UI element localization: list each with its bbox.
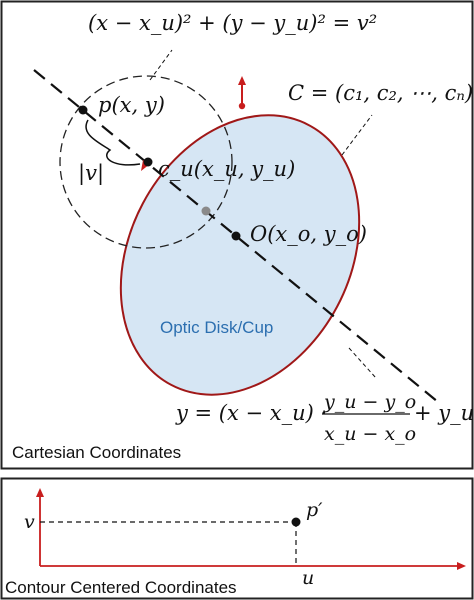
top-panel-frame <box>0 0 474 470</box>
u-axis-label: u <box>302 567 314 589</box>
contour-set-label: C = (c₁, c₂, ⋯, cₙ) <box>288 81 473 105</box>
bottom-panel-frame <box>0 477 474 600</box>
point-o-label: O(x_o, y_o) <box>250 222 367 246</box>
point-intersection <box>201 206 211 216</box>
point-p-prime <box>291 517 301 527</box>
bottom-panel-caption: Contour Centered Coordinates <box>5 578 237 597</box>
top-panel-caption: Cartesian Coordinates <box>12 443 181 462</box>
point-p-label: p(x, y) <box>98 93 165 117</box>
v-axis-label: v <box>24 511 35 533</box>
radius-circle <box>59 75 233 249</box>
line-eq-numerator: y_u − y_o <box>323 391 416 413</box>
point-cu-label: c_u(x_u, y_u) <box>158 157 295 181</box>
line-eq-denominator: x_u − x_o <box>324 423 416 445</box>
radius-brace <box>85 119 141 166</box>
contour-start-dot <box>238 102 246 110</box>
line-eq-leader <box>348 347 377 379</box>
region-label: Optic Disk/Cup <box>160 318 273 337</box>
point-cu <box>143 157 153 167</box>
circle-equation: (x − x_u)² + (y − y_u)² = v² <box>88 11 377 35</box>
point-p <box>78 105 88 115</box>
radius-label: |v| <box>78 161 104 186</box>
equation-leader <box>149 49 173 81</box>
point-o <box>231 231 241 241</box>
line-eq-lhs: y = (x − x_u) · <box>175 401 327 425</box>
p-prime-label: p′ <box>306 499 323 521</box>
optic-disk-region <box>119 114 361 396</box>
contour-set-leader <box>341 114 373 156</box>
line-eq-rhs: + y_u <box>414 401 474 425</box>
